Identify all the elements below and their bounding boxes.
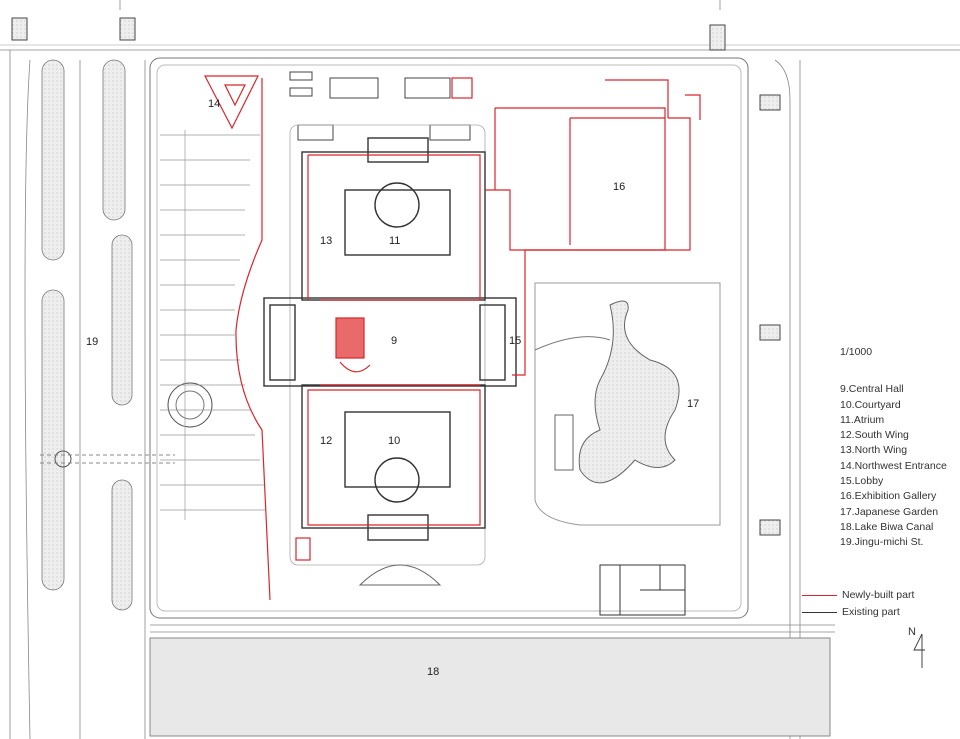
label-14: 14	[208, 98, 220, 110]
legend-existing-label: Existing part	[842, 606, 900, 618]
roundabout	[54, 450, 72, 468]
label-19: 19	[86, 336, 98, 348]
label-16: 16	[613, 181, 625, 193]
parking-lines	[160, 130, 265, 520]
label-18: 18	[427, 666, 439, 678]
legend-item: 14.Northwest Entrance	[840, 459, 947, 472]
lake-biwa-canal	[149, 637, 831, 737]
legend-item: 12.South Wing	[840, 429, 909, 442]
fountain	[167, 382, 213, 428]
legend-new-label: Newly-built part	[842, 589, 915, 601]
legend-existing-part: Existing part	[802, 606, 900, 618]
legend-item: 10.Courtyard	[840, 398, 901, 411]
legend-new-part: Newly-built part	[802, 589, 914, 601]
legend-item: 9.Central Hall	[840, 383, 904, 396]
label-12: 12	[320, 435, 332, 447]
site-boundary	[149, 57, 749, 619]
label-17: 17	[687, 398, 699, 410]
north-arrow-icon	[913, 633, 925, 668]
museum-building	[263, 124, 517, 566]
label-10: 10	[388, 435, 400, 447]
legend-item: 17.Japanese Garden	[840, 505, 939, 518]
legend-item: 13.North Wing	[840, 444, 908, 457]
legend-item: 16.Exhibition Gallery	[840, 490, 937, 503]
new-parts	[204, 75, 701, 601]
black-line-icon	[802, 611, 837, 613]
annex-building	[599, 564, 686, 616]
legend-item: 11.Atrium	[840, 413, 885, 426]
label-15: 15	[509, 335, 521, 347]
legend-item: 18.Lake Biwa Canal	[840, 520, 934, 533]
scale-label: 1/1000	[840, 346, 873, 358]
legend-item: 15.Lobby	[840, 475, 884, 488]
label-9: 9	[391, 335, 397, 347]
pond	[578, 300, 680, 484]
legend-item: 19.Jingu-michi St.	[840, 536, 924, 549]
legend: 1/1000 9.Central Hall 10.Courtyard 11.At…	[840, 345, 947, 551]
parking-icons	[289, 71, 471, 141]
label-13: 13	[320, 235, 332, 247]
red-line-icon	[802, 594, 837, 596]
north-label: N	[908, 626, 916, 638]
garden-area	[534, 282, 721, 526]
south-entrance-drive	[358, 564, 442, 586]
label-11: 11	[389, 235, 400, 247]
street-medians	[41, 59, 133, 611]
crosswalks	[11, 17, 781, 536]
